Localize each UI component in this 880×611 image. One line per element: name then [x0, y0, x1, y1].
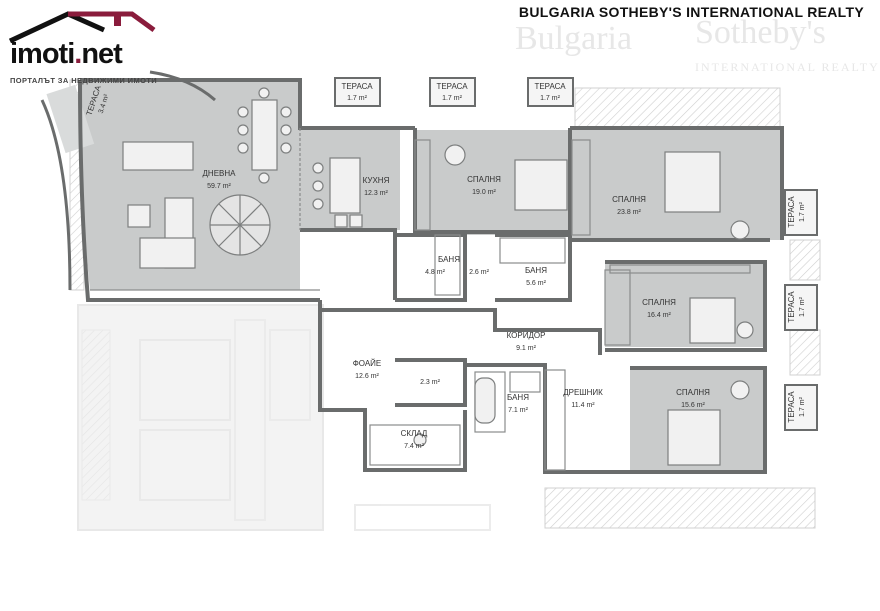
label-living: ДНЕВНА — [203, 169, 237, 178]
house-roof-icon — [8, 11, 156, 44]
interior-lines — [90, 128, 751, 471]
armchair — [127, 204, 151, 228]
label-storage: СКЛАД — [401, 429, 428, 438]
sofa — [122, 141, 194, 171]
label-terrace-top3: ТЕРАСА — [534, 82, 566, 91]
area-bedroom3: 16.4 m² — [647, 312, 671, 319]
watermark-ghost-international: INTERNATIONAL REALTY — [695, 60, 880, 74]
label-bath3: БАНЯ — [507, 393, 529, 402]
walls — [78, 78, 784, 474]
label-terrace-r1: ТЕРАСА — [787, 196, 796, 228]
area-terrace-r2: 1.7 m² — [799, 296, 806, 317]
bed-2 — [664, 151, 721, 213]
label-bedroom3: СПАЛНЯ — [642, 298, 676, 307]
area-kitchen: 12.3 m² — [364, 190, 388, 197]
kitchen-island — [329, 157, 361, 214]
label-bedroom1: СПАЛНЯ — [467, 175, 501, 184]
area-bath2: 5.6 m² — [526, 280, 547, 287]
bed-1 — [514, 159, 568, 211]
label-terrace-top1: ТЕРАСА — [341, 82, 373, 91]
label-kitchen: КУХНЯ — [363, 176, 390, 185]
area-hall-small: 2.6 m² — [469, 269, 490, 276]
area-wardrobe: 11.4 m² — [571, 402, 595, 409]
watermark-ghost-sothebys: Sotheby's — [695, 14, 826, 51]
label-terrace-r3: ТЕРАСА — [787, 391, 796, 423]
label-bedroom2: СПАЛНЯ — [612, 195, 646, 204]
area-bedroom2: 23.8 m² — [617, 209, 641, 216]
imoti-logo[interactable]: imoti.net ПОРТАЛЪТ ЗА НЕДВИЖИМИ ИМОТИ — [6, 8, 176, 88]
area-terrace-r1: 1.7 m² — [799, 201, 806, 222]
label-bath2: БАНЯ — [525, 266, 547, 275]
label-terrace-top2: ТЕРАСА — [436, 82, 468, 91]
bed-3 — [689, 297, 736, 344]
bed-4 — [667, 409, 721, 466]
area-foyer: 12.6 m² — [355, 373, 379, 380]
area-bedroom4: 15.6 m² — [681, 402, 705, 409]
area-terrace-top1: 1.7 m² — [347, 95, 368, 102]
room-labels: ТЕРАСА 3.4 m² ДНЕВНА 59.7 m² КУХНЯ 12.3 … — [85, 82, 806, 450]
label-foyer: ФОАЙЕ — [353, 359, 382, 368]
area-bedroom1: 19.0 m² — [472, 189, 496, 196]
label-wardrobe: ДРЕШНИК — [563, 388, 603, 397]
logo-wordmark: imoti.net — [10, 38, 123, 70]
logo-tagline: ПОРТАЛЪТ ЗА НЕДВИЖИМИ ИМОТИ — [10, 76, 158, 85]
label-corridor: КОРИДОР — [507, 331, 546, 340]
area-wc: 2.3 m² — [420, 379, 441, 386]
area-corridor: 9.1 m² — [516, 345, 537, 352]
area-terrace-top3: 1.7 m² — [540, 95, 561, 102]
agency-watermark: BULGARIA SOTHEBY'S INTERNATIONAL REALTY — [518, 4, 864, 20]
area-bath3: 7.1 m² — [508, 407, 529, 414]
label-terrace-r2: ТЕРАСА — [787, 291, 796, 323]
area-living: 59.7 m² — [207, 183, 231, 190]
area-terrace-top2: 1.7 m² — [442, 95, 463, 102]
top-terraces — [334, 77, 574, 107]
terrace-left-edge — [40, 99, 72, 291]
furniture — [122, 87, 754, 466]
watermark-ghost-bulgaria: Bulgaria — [515, 20, 633, 57]
area-terrace-r3: 1.7 m² — [799, 396, 806, 417]
label-bedroom4: СПАЛНЯ — [676, 388, 710, 397]
dining-table — [251, 99, 278, 171]
area-bath1: 4.8 m² — [425, 269, 446, 276]
area-storage: 7.4 m² — [404, 443, 425, 450]
neighbour-ghost-area — [77, 304, 491, 531]
right-terraces — [784, 189, 818, 431]
label-bath1: БАНЯ — [438, 255, 460, 264]
